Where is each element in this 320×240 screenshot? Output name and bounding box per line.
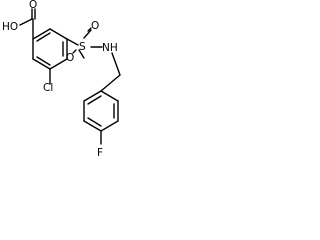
bond-s-o-left <box>78 49 85 59</box>
label-sulfonyl-o-left: O <box>66 52 74 64</box>
bond-ho-c <box>19 18 33 26</box>
bond-ring1-inner-a <box>36 32 51 42</box>
bond-s-o-right <box>83 29 92 39</box>
label-amine: NH <box>102 42 118 54</box>
chemical-structure-diagram: O HO Cl S O O NH F <box>2 0 121 159</box>
bond-ring2-6 <box>83 90 102 102</box>
label-sulfur: S <box>79 41 86 53</box>
bond-ring1-inner-c <box>36 56 51 66</box>
label-hydroxyl: HO <box>2 21 18 33</box>
label-carbonyl-o: O <box>29 0 37 11</box>
bond-s-o-right-a <box>87 27 92 32</box>
label-fluoro: F <box>97 147 103 159</box>
bond-ch2-ch2 <box>100 74 121 92</box>
bond-ring2-1 <box>100 90 119 102</box>
label-sulfonyl-o-right: O <box>91 20 99 32</box>
bond-ring2-inner-c <box>87 95 102 105</box>
bond-ring2-inner-b <box>87 117 102 127</box>
bond-ring1-4 <box>49 58 68 70</box>
bond-s-o-left-a <box>72 49 77 54</box>
bond-ring-s <box>66 38 79 46</box>
bond-n-ch2 <box>111 52 121 76</box>
bond-ring1-1 <box>32 28 51 40</box>
bond-ring1-5 <box>32 58 51 70</box>
bond-ring2-3 <box>100 120 119 132</box>
bond-ring1-2 <box>49 28 68 40</box>
bond-ring2-4 <box>83 120 102 132</box>
label-chloro: Cl <box>43 82 53 94</box>
